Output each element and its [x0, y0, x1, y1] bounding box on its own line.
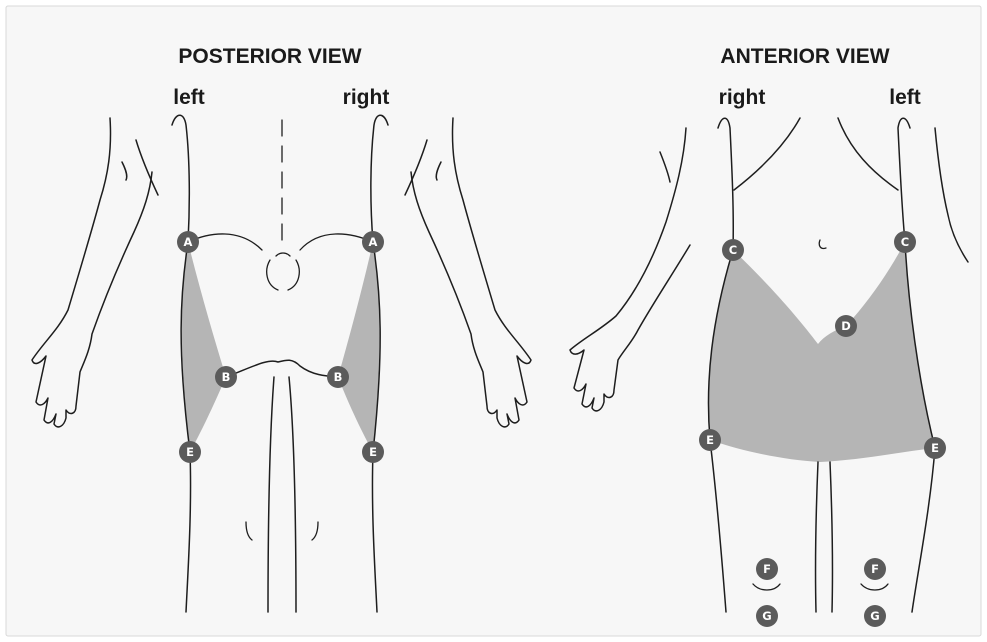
- svg-text:C: C: [901, 235, 909, 249]
- anterior-title: ANTERIOR VIEW: [720, 45, 889, 68]
- svg-text:D: D: [841, 319, 851, 333]
- marker-f-left: F: [864, 558, 886, 580]
- svg-text:B: B: [222, 370, 231, 384]
- posterior-title: POSTERIOR VIEW: [178, 45, 361, 68]
- marker-b-right: B: [327, 366, 349, 388]
- marker-c-right: C: [722, 239, 744, 261]
- svg-text:F: F: [763, 562, 771, 576]
- marker-e-right: E: [362, 441, 384, 463]
- svg-text:E: E: [186, 445, 194, 459]
- marker-c-left: C: [894, 231, 916, 253]
- marker-d: D: [835, 315, 857, 337]
- marker-g-right: G: [756, 605, 778, 627]
- anterior-right-label: right: [719, 86, 766, 109]
- marker-e-anterior-left: E: [924, 437, 946, 459]
- svg-text:G: G: [870, 609, 879, 623]
- svg-text:G: G: [762, 609, 771, 623]
- posterior-right-label: right: [343, 86, 390, 109]
- svg-text:C: C: [729, 243, 737, 257]
- svg-text:E: E: [369, 445, 377, 459]
- diagram-background: [6, 6, 981, 636]
- marker-a-left: A: [177, 231, 199, 253]
- marker-e-left: E: [179, 441, 201, 463]
- svg-text:B: B: [334, 370, 343, 384]
- marker-a-right: A: [362, 231, 384, 253]
- svg-text:E: E: [706, 433, 714, 447]
- anterior-left-label: left: [889, 86, 921, 109]
- marker-e-anterior-right: E: [699, 429, 721, 451]
- svg-text:F: F: [871, 562, 879, 576]
- svg-text:A: A: [184, 235, 193, 249]
- marker-b-left: B: [215, 366, 237, 388]
- svg-text:A: A: [369, 235, 378, 249]
- posterior-left-label: left: [173, 86, 205, 109]
- svg-text:E: E: [931, 441, 939, 455]
- marker-g-left: G: [864, 605, 886, 627]
- marker-f-right: F: [756, 558, 778, 580]
